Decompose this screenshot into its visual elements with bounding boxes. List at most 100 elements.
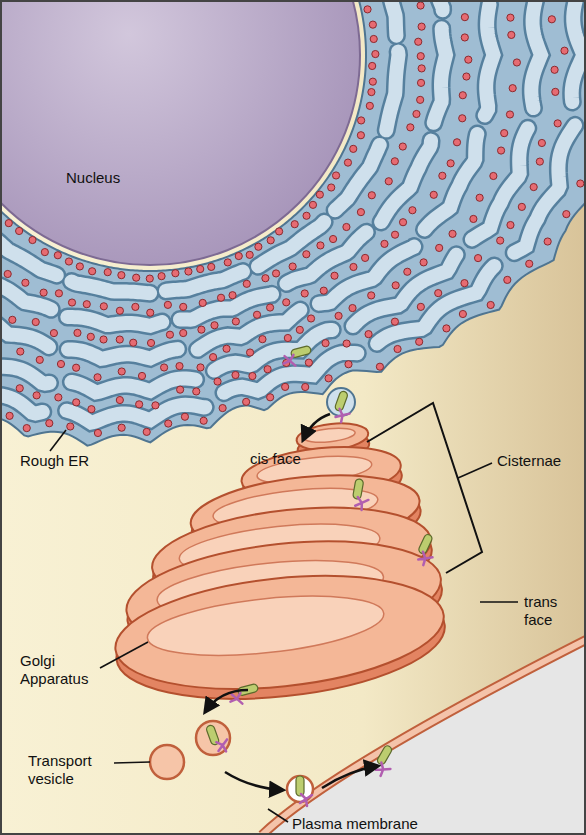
ribosome bbox=[399, 143, 406, 150]
cargo-protein bbox=[351, 478, 372, 510]
ribosome bbox=[343, 340, 350, 347]
cisterna-edge bbox=[122, 538, 447, 672]
ribosome bbox=[276, 228, 283, 235]
ribosome bbox=[264, 366, 271, 373]
ribosome bbox=[490, 172, 497, 179]
er-cisterna-wall bbox=[0, 0, 541, 392]
er-lumen bbox=[0, 0, 584, 423]
leader-line bbox=[100, 642, 148, 668]
flow-arrow bbox=[322, 766, 378, 788]
part-label: Cisternae bbox=[497, 452, 582, 470]
part-label: trans face bbox=[524, 593, 586, 629]
ribosome bbox=[147, 309, 154, 316]
er-cisterna-wall bbox=[0, 0, 399, 293]
ribosome bbox=[76, 263, 83, 270]
ribosome bbox=[235, 252, 242, 259]
ribosome bbox=[249, 372, 256, 379]
ribosome bbox=[463, 73, 470, 80]
ribosome bbox=[73, 399, 80, 406]
ribosome bbox=[50, 329, 57, 336]
leader-line bbox=[114, 762, 150, 763]
protein-body bbox=[418, 533, 434, 555]
cargo-protein bbox=[331, 390, 356, 424]
proteins bbox=[205, 345, 440, 806]
ribosome bbox=[357, 132, 364, 139]
ribosome bbox=[9, 316, 16, 323]
carbohydrate-tag bbox=[229, 692, 244, 707]
ribosome bbox=[305, 359, 312, 366]
ribosome bbox=[538, 139, 545, 146]
ribosome bbox=[89, 268, 96, 275]
ribosome bbox=[404, 268, 411, 275]
ribosome bbox=[255, 243, 262, 250]
ribosome bbox=[461, 280, 468, 287]
cisterna bbox=[121, 528, 446, 662]
ribosome bbox=[417, 79, 424, 86]
ribosome bbox=[551, 66, 558, 73]
ribosome bbox=[199, 299, 206, 306]
ribosome bbox=[459, 310, 466, 317]
ribosome bbox=[420, 259, 427, 266]
ribosome bbox=[394, 345, 401, 352]
ribosome bbox=[185, 268, 192, 275]
ribosome bbox=[487, 301, 494, 308]
ribosome bbox=[447, 160, 454, 167]
part-label: Rough ER bbox=[20, 452, 110, 470]
carbohydrate-tag bbox=[335, 409, 350, 424]
rough-er bbox=[0, 0, 586, 446]
cargo-protein bbox=[281, 345, 314, 368]
ribosome bbox=[350, 263, 357, 270]
ribosome bbox=[526, 260, 533, 267]
ribosome bbox=[73, 364, 80, 371]
ribosome bbox=[530, 183, 537, 190]
ribosome bbox=[211, 322, 218, 329]
ribosome bbox=[180, 329, 187, 336]
ribosome bbox=[413, 110, 420, 117]
ribosome bbox=[329, 235, 336, 242]
ribosome bbox=[32, 318, 39, 325]
ribosome bbox=[158, 273, 165, 280]
ribosome bbox=[417, 96, 424, 103]
ribosome bbox=[322, 340, 329, 347]
ribosome bbox=[436, 244, 443, 251]
flow-arrows bbox=[205, 414, 378, 790]
ribosome bbox=[283, 299, 290, 306]
ribosome bbox=[343, 223, 350, 230]
ribosome bbox=[369, 62, 376, 69]
cargo-protein bbox=[413, 533, 440, 567]
ribosome bbox=[449, 230, 456, 237]
ribosome bbox=[87, 333, 94, 340]
ribosome bbox=[229, 292, 236, 299]
ribosome bbox=[391, 158, 398, 165]
carbohydrate-tag bbox=[417, 551, 433, 567]
ribosome bbox=[197, 364, 204, 371]
ribosome bbox=[443, 325, 450, 332]
ribosome bbox=[385, 178, 392, 185]
cargo-protein bbox=[205, 722, 230, 756]
cisterna-lumen bbox=[145, 586, 387, 665]
ribosome bbox=[197, 265, 204, 272]
cisterna-edge bbox=[296, 430, 370, 463]
ribosome bbox=[223, 345, 230, 352]
ribosome bbox=[267, 237, 274, 244]
ribosome bbox=[470, 215, 477, 222]
ribosome bbox=[41, 249, 48, 256]
cisterna-edge bbox=[240, 450, 404, 516]
ribosome bbox=[392, 282, 399, 289]
ribosome bbox=[461, 34, 468, 41]
er-lumen bbox=[0, 0, 494, 359]
ribosome bbox=[349, 304, 356, 311]
plasma-membrane-inner bbox=[262, 640, 586, 835]
carbohydrate-tag bbox=[375, 762, 391, 778]
ribosome bbox=[474, 254, 481, 261]
ribosome bbox=[368, 292, 375, 299]
ribosome bbox=[328, 184, 335, 191]
ribosome bbox=[246, 349, 253, 356]
ribosome bbox=[301, 290, 308, 297]
ribosome bbox=[368, 88, 375, 95]
ribosome bbox=[217, 294, 224, 301]
cisterna-lumen bbox=[211, 482, 379, 534]
ribosome bbox=[224, 259, 231, 266]
ribosome bbox=[209, 354, 216, 361]
